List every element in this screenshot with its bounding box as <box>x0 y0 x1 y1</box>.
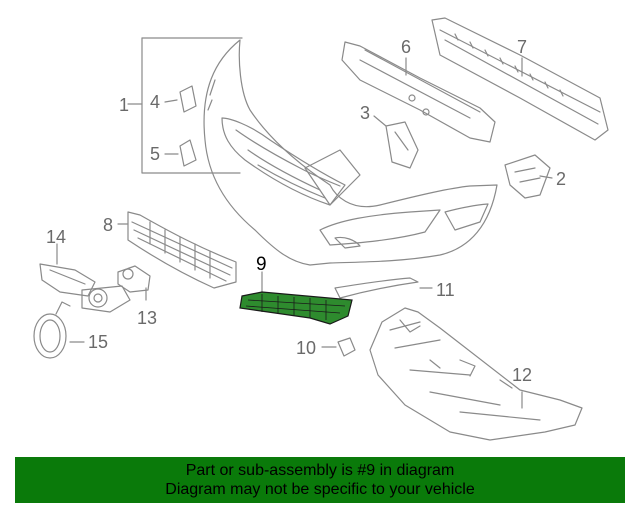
callout-8: 8 <box>103 215 114 235</box>
bumper-assembly-frame <box>127 37 243 174</box>
part-12-undertray <box>369 307 583 441</box>
callout-6: 6 <box>401 37 412 57</box>
callout-13: 13 <box>137 308 158 328</box>
callout-3: 3 <box>360 103 371 123</box>
callout-4: 4 <box>150 92 161 112</box>
part-11-trim <box>334 277 433 299</box>
sensor-holder <box>81 285 131 313</box>
part-14-bracket <box>39 243 96 297</box>
info-banner: Part or sub-assembly is #9 in diagram Di… <box>15 457 625 503</box>
part-4-cover <box>164 85 197 113</box>
part-7-reinforcement <box>431 17 609 141</box>
callout-2: 2 <box>556 169 567 189</box>
parts-diagram <box>33 17 609 441</box>
banner-line-2: Diagram may not be specific to your vehi… <box>165 481 475 498</box>
banner-line-1: Part or sub-assembly is #9 in diagram <box>185 462 455 479</box>
part-13-sensor <box>117 265 151 301</box>
part-2-bracket <box>504 154 553 199</box>
callout-12: 12 <box>512 365 533 385</box>
part-8-lower-grille <box>117 211 237 289</box>
callout-15: 15 <box>88 332 109 352</box>
part-3-bracket <box>373 115 419 169</box>
callout-9: 9 <box>256 254 267 275</box>
callout-5: 5 <box>150 144 161 164</box>
callout-10: 10 <box>296 338 317 358</box>
callout-7: 7 <box>517 37 528 57</box>
callout-14: 14 <box>46 227 67 247</box>
part-5-cover <box>164 139 197 167</box>
part-15-wiring <box>33 301 85 359</box>
part-10-fastener <box>321 337 356 357</box>
callout-11: 11 <box>436 280 455 300</box>
part-9-grille-highlighted <box>239 291 353 325</box>
bumper-cover-part <box>203 39 498 266</box>
callout-1: 1 <box>119 95 130 115</box>
part-6-absorber <box>341 41 496 143</box>
